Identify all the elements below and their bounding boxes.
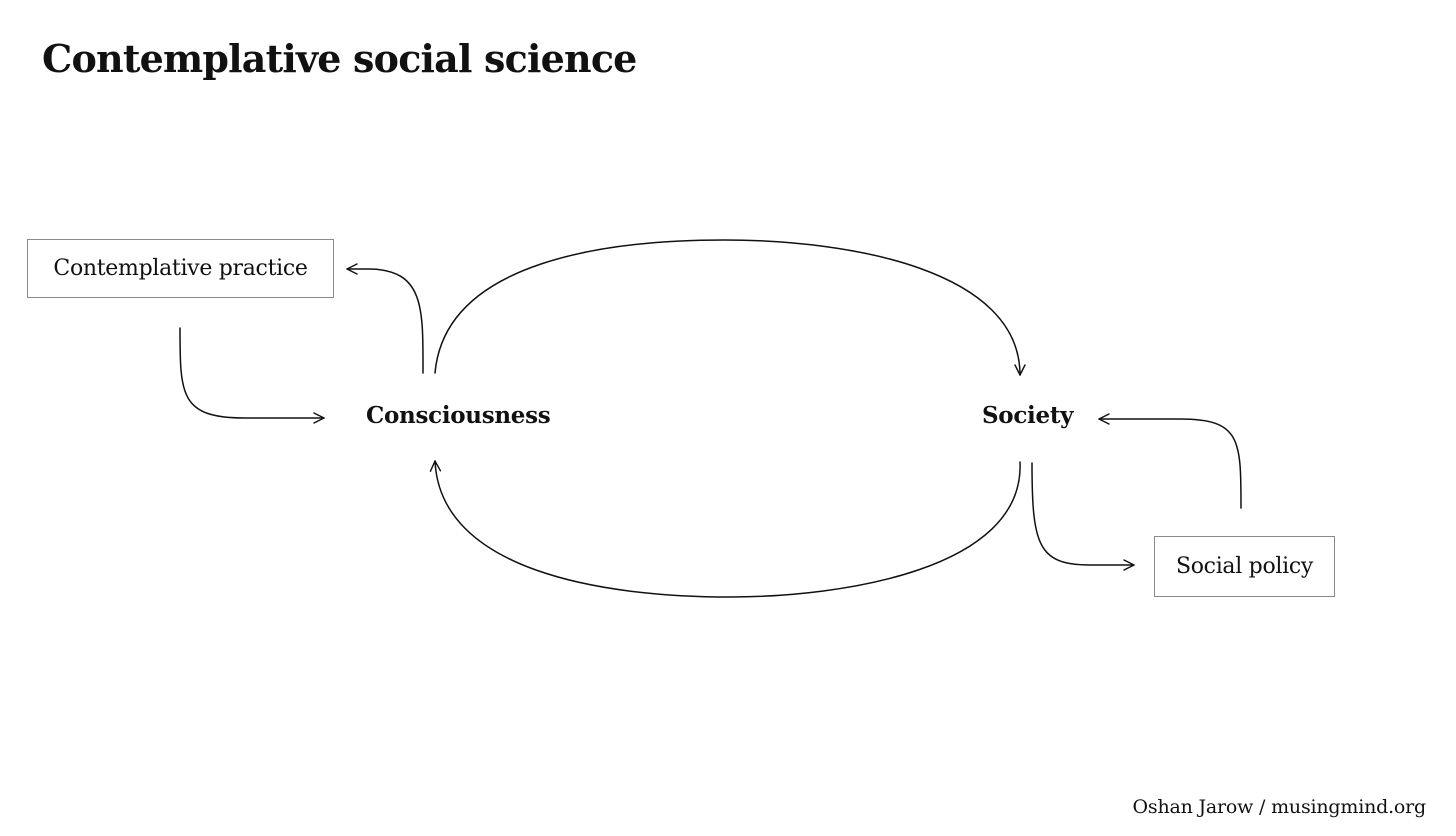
arrow-policy-to-society <box>1098 413 1242 509</box>
arrow-consciousness-to-society <box>434 239 1026 376</box>
arrow-practice-to-consciousness <box>179 327 325 424</box>
arrow-society-to-consciousness <box>429 460 1021 598</box>
social-policy-box: Social policy <box>1154 536 1335 597</box>
diagram-title: Contemplative social science <box>42 36 637 81</box>
society-node: Society <box>982 402 1074 429</box>
social-policy-label: Social policy <box>1175 554 1314 579</box>
arrow-society-to-policy <box>1031 462 1135 571</box>
consciousness-node: Consciousness <box>366 402 551 429</box>
arrow-consciousness-to-practice <box>346 263 424 374</box>
contemplative-practice-label: Contemplative practice <box>53 256 308 281</box>
contemplative-practice-box: Contemplative practice <box>27 239 334 298</box>
author-credit: Oshan Jarow / musingmind.org <box>1132 796 1427 818</box>
